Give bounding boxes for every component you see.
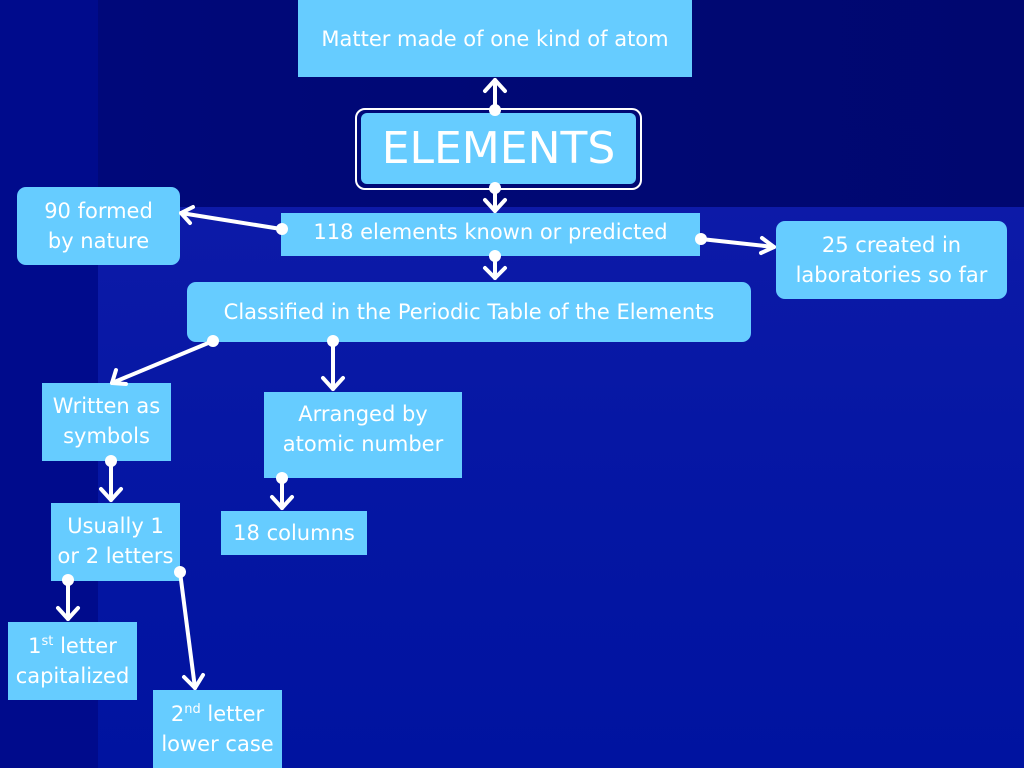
node-definition-text: Matter made of one kind of atom bbox=[321, 26, 669, 51]
node-second-letter-line-1: 2nd letter bbox=[171, 699, 264, 729]
node-second-letter: 2nd letter lower case bbox=[153, 690, 282, 768]
arrowhead-symbols bbox=[110, 368, 128, 386]
arrowhead-first bbox=[56, 606, 80, 621]
arrowhead-known bbox=[483, 198, 507, 213]
node-known-text: 118 elements known or predicted bbox=[313, 219, 668, 244]
node-symbols: Written as symbols bbox=[42, 383, 171, 461]
node-natural-line-1: 90 formed bbox=[44, 199, 153, 223]
arrowhead-arranged bbox=[321, 376, 345, 391]
node-known: 118 elements known or predicted bbox=[281, 213, 700, 256]
arrowhead-letters bbox=[99, 487, 123, 502]
connector-known-natural bbox=[179, 211, 283, 231]
node-second-letter-sup: nd bbox=[184, 702, 201, 717]
arrowhead-columns bbox=[270, 495, 294, 510]
connector-dot bbox=[489, 104, 501, 116]
node-created: 25 created in laboratories so far bbox=[776, 221, 1007, 299]
node-created-line-2: laboratories so far bbox=[795, 263, 988, 287]
node-letters-line-2: or 2 letters bbox=[57, 544, 174, 568]
connector-dot bbox=[489, 182, 501, 194]
node-symbols-line-2: symbols bbox=[63, 424, 150, 448]
connector-dot bbox=[695, 233, 707, 245]
node-columns: 18 columns bbox=[221, 511, 367, 555]
node-elements-title: ELEMENTS bbox=[361, 113, 636, 184]
node-columns-text: 18 columns bbox=[233, 521, 355, 545]
node-created-line-1: 25 created in bbox=[821, 233, 962, 257]
connector-dot bbox=[276, 472, 288, 484]
node-first-letter-sup: st bbox=[41, 634, 54, 649]
node-classified-text: Classified in the Periodic Table of the … bbox=[223, 300, 715, 324]
connector-dot bbox=[489, 250, 501, 262]
connector-classified-symbols bbox=[110, 339, 215, 385]
node-second-letter-rest: letter bbox=[200, 702, 265, 726]
connector-dot bbox=[276, 223, 288, 235]
node-first-letter-rest: letter bbox=[53, 634, 117, 658]
node-definition: Matter made of one kind of atom bbox=[298, 0, 692, 77]
node-arranged-line-2: atomic number bbox=[282, 432, 444, 456]
connector-dot bbox=[207, 335, 219, 347]
connector-letters-second bbox=[178, 570, 197, 690]
connector-dot bbox=[174, 566, 186, 578]
node-first-letter-num: 1 bbox=[28, 634, 42, 658]
arrowhead-second bbox=[182, 673, 205, 690]
node-natural-line-2: by nature bbox=[47, 229, 150, 253]
node-arranged-line-1: Arranged by bbox=[298, 402, 428, 426]
node-natural: 90 formed by nature bbox=[17, 187, 180, 265]
node-elements-title-text: ELEMENTS bbox=[381, 122, 616, 174]
connector-dot bbox=[327, 335, 339, 347]
connector-dot bbox=[105, 455, 117, 467]
node-first-letter-line-1: 1st letter bbox=[28, 631, 117, 661]
connector-known-created bbox=[699, 237, 776, 249]
node-second-letter-line-2: lower case bbox=[161, 732, 274, 756]
node-classified: Classified in the Periodic Table of the … bbox=[187, 282, 751, 342]
arrowhead-created bbox=[759, 236, 776, 255]
arrowhead-definition bbox=[483, 78, 507, 93]
node-symbols-line-1: Written as bbox=[52, 394, 161, 418]
connector-dot bbox=[62, 574, 74, 586]
node-arranged: Arranged by atomic number bbox=[264, 392, 462, 478]
node-first-letter-line-2: capitalized bbox=[15, 664, 130, 688]
node-letters: Usually 1 or 2 letters bbox=[51, 503, 180, 581]
node-second-letter-num: 2 bbox=[170, 702, 185, 726]
arrowhead-natural bbox=[179, 205, 195, 225]
node-first-letter: 1st letter capitalized bbox=[8, 622, 137, 700]
node-letters-line-1: Usually 1 bbox=[67, 514, 164, 538]
arrowhead-classified bbox=[483, 266, 507, 280]
